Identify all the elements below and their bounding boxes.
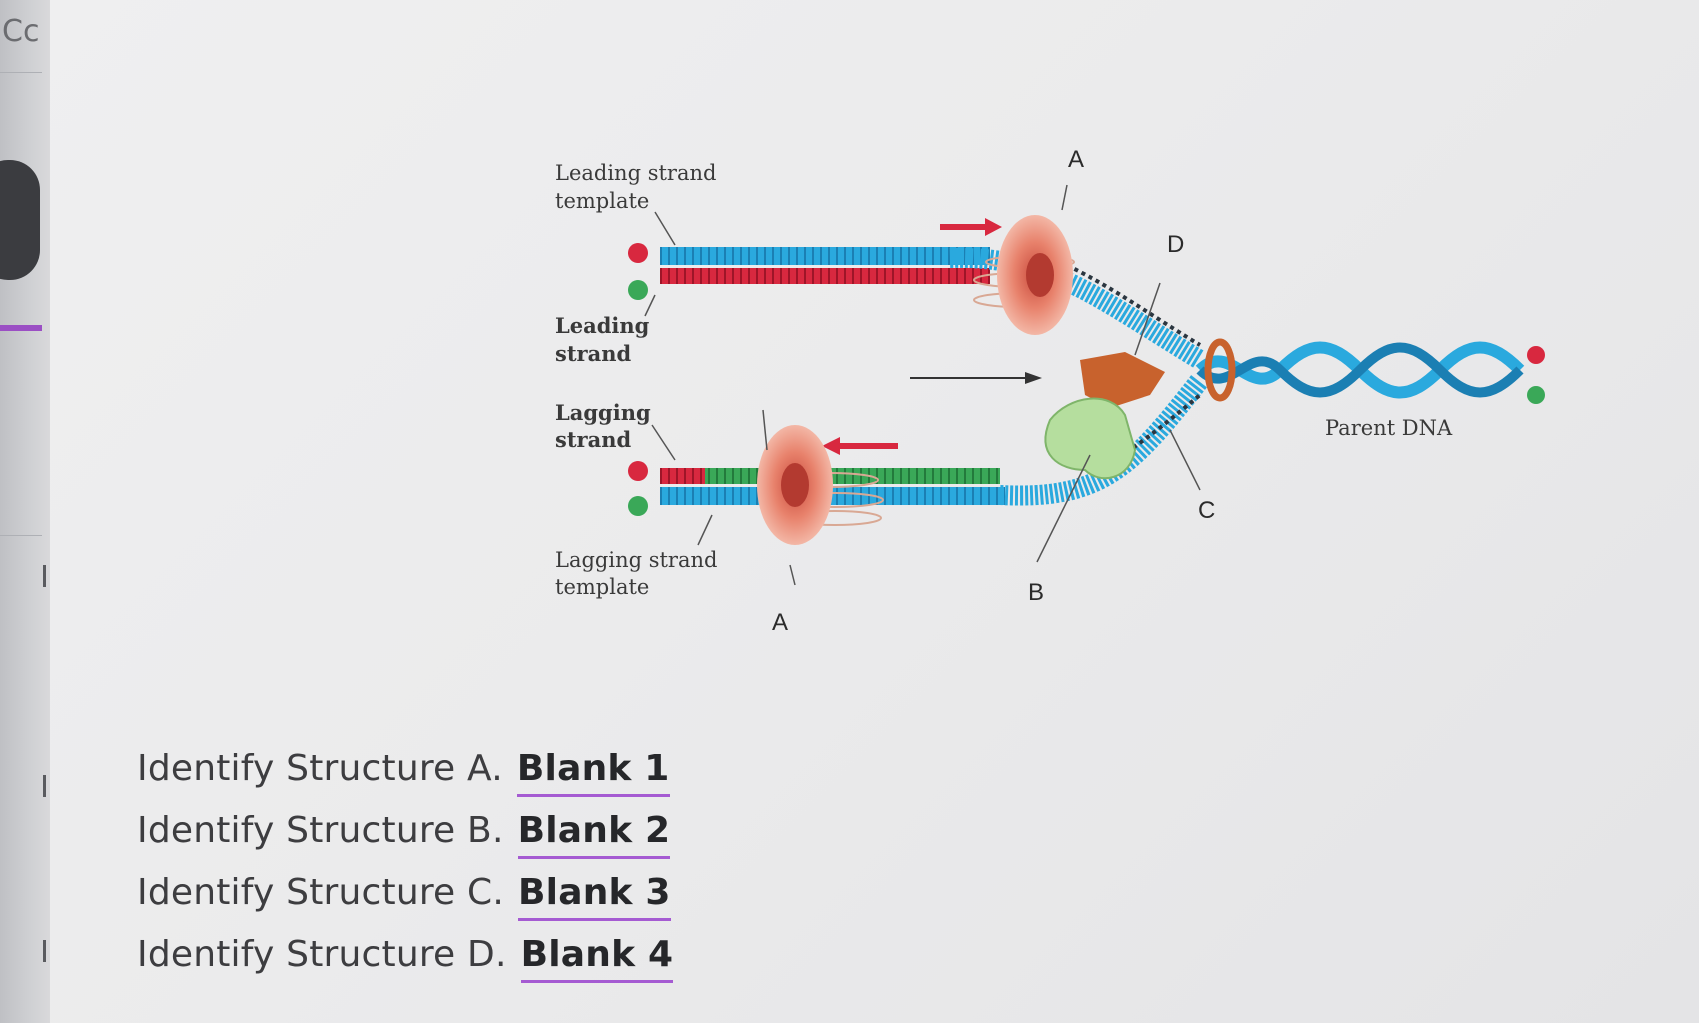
label-leading-strand-line1: Leading	[555, 313, 650, 338]
sidebar-tick	[43, 565, 46, 587]
sidebar-active-indicator	[0, 325, 42, 331]
question-text: Identify Structure C.	[137, 872, 505, 913]
question-list: Identify Structure A. Blank 1 Identify S…	[137, 748, 674, 996]
lower-fork-dots	[1098, 393, 1202, 472]
leader-lines	[644, 184, 1201, 586]
label-lagging-template-line1: Lagging strand	[555, 548, 717, 572]
sliding-clamp-bottom	[757, 425, 884, 545]
primase-shape	[1044, 397, 1137, 480]
sidebar-tick	[43, 940, 46, 962]
letter-b: B	[1028, 579, 1044, 606]
blank-3-field[interactable]: Blank 3	[518, 872, 671, 921]
strand-end-markers	[628, 243, 1545, 516]
leading-direction-arrow	[940, 218, 1002, 236]
sidebar-divider	[0, 535, 42, 536]
letter-d: D	[1167, 231, 1184, 258]
question-row: Identify Structure B. Blank 2	[137, 810, 673, 872]
question-row: Identify Structure C. Blank 3	[137, 872, 673, 934]
upper-fork-dots	[1059, 260, 1202, 347]
label-leading-template-line2: template	[555, 189, 649, 213]
blank-2-field[interactable]: Blank 2	[517, 810, 671, 859]
letter-a-top: A	[1068, 146, 1084, 173]
label-leading-strand-line2: strand	[555, 341, 631, 366]
label-lagging-template-line2: template	[555, 575, 649, 599]
sidebar-dark-button[interactable]	[0, 160, 40, 280]
sidebar-cut-text: Cc	[2, 14, 40, 49]
label-leading-template-line1: Leading strand	[555, 161, 716, 185]
question-row: Identify Structure D. Blank 4	[137, 934, 674, 996]
lagging-direction-arrow	[822, 437, 898, 455]
question-page: Leading strand template Leading strand L…	[50, 0, 1699, 1023]
direction-arrow	[910, 372, 1042, 384]
helicase-shape	[1080, 352, 1165, 408]
question-text: Identify Structure D.	[137, 934, 507, 975]
upper-fork-strand	[949, 247, 1206, 369]
blank-4-field[interactable]: Blank 4	[520, 934, 674, 983]
leading-template-strand	[660, 247, 990, 265]
left-sidebar-strip: Cc	[0, 0, 51, 1023]
question-text: Identify Structure B.	[137, 810, 504, 851]
parent-dna-helix	[1195, 338, 1525, 402]
letter-c: C	[1198, 497, 1215, 524]
sidebar-divider	[0, 72, 42, 73]
leading-new-strand	[660, 268, 990, 284]
label-lagging-strand-line1: Lagging	[555, 400, 651, 425]
dna-replication-diagram: Leading strand template Leading strand L…	[555, 146, 1545, 636]
label-lagging-strand-line2: strand	[555, 427, 631, 452]
lagging-template-strand	[660, 487, 1005, 505]
sidebar-tick	[43, 775, 46, 797]
blank-1-field[interactable]: Blank 1	[516, 748, 670, 797]
sliding-clamp-top	[973, 215, 1075, 335]
question-text: Identify Structure A.	[137, 748, 503, 789]
label-parent-dna: Parent DNA	[1325, 416, 1453, 440]
letter-a-bottom: A	[772, 609, 788, 636]
question-row: Identify Structure A. Blank 1	[137, 748, 673, 810]
